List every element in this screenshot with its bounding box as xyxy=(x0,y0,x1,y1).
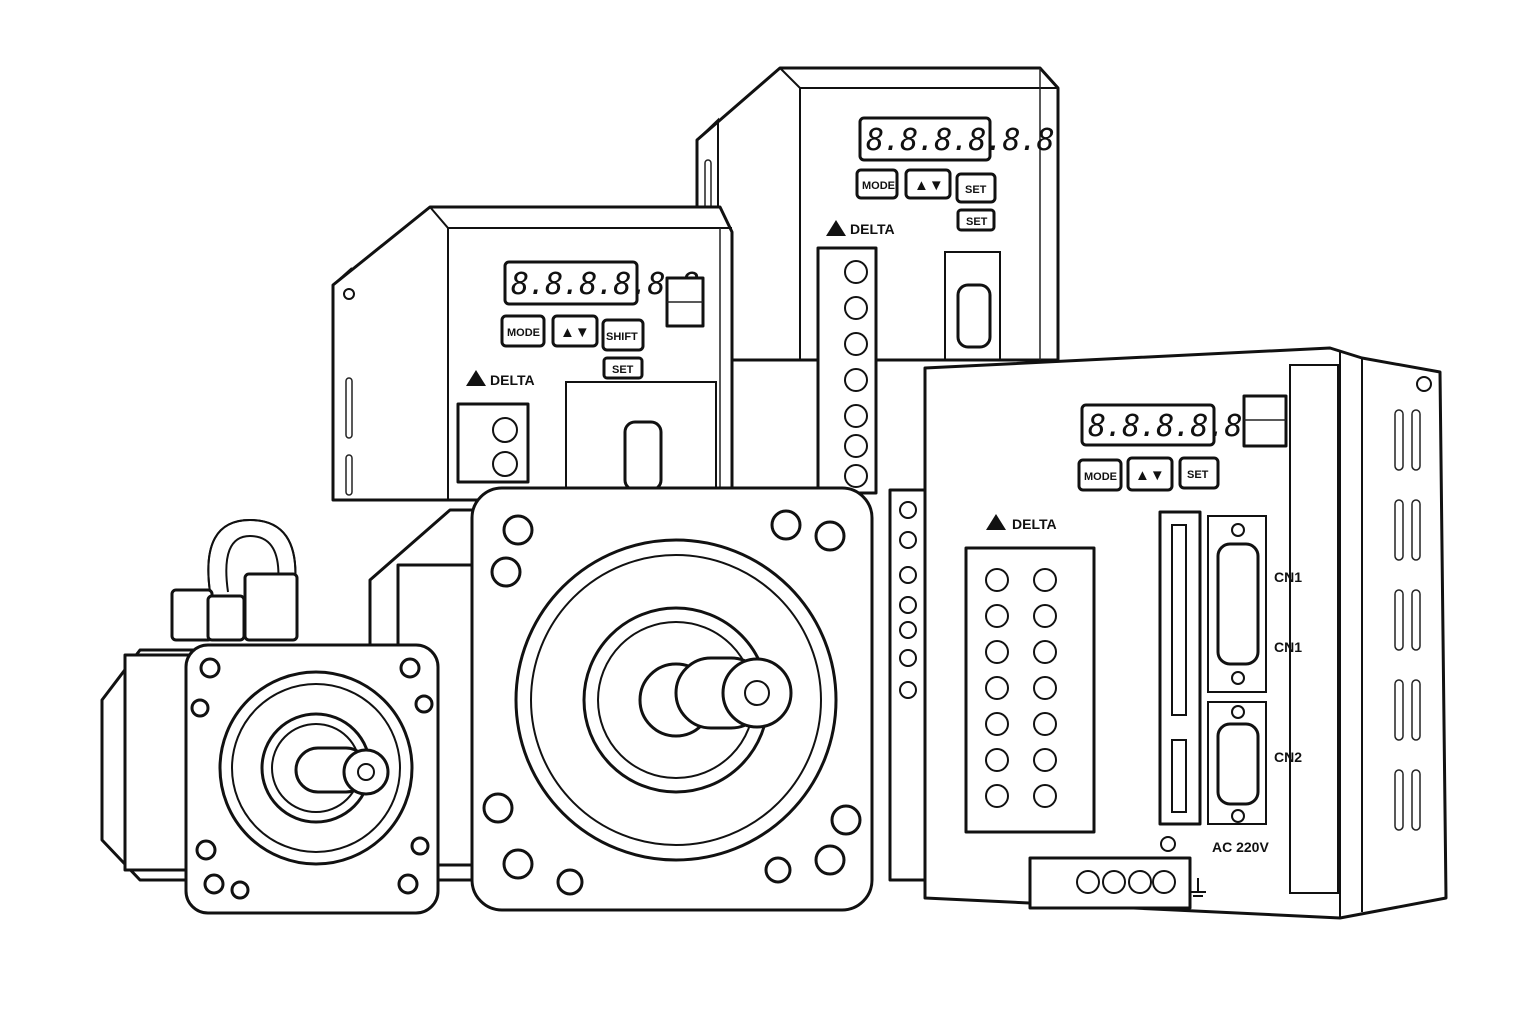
set-button-label: SET xyxy=(1187,469,1209,481)
delta-logo-icon xyxy=(826,220,846,236)
set-secondary-label: SET xyxy=(966,216,988,228)
power-terminal xyxy=(1028,856,1192,910)
seven-segment-display xyxy=(1080,403,1216,447)
set-button[interactable] xyxy=(1178,456,1220,490)
brand-logo: DELTA xyxy=(850,221,895,237)
drive-right: 8.8.8.8.8.8 MODE ▲▼ SET DELTA CN1 CN1 xyxy=(888,346,1448,920)
mode-button[interactable] xyxy=(500,314,546,348)
updown-button-label: ▲▼ xyxy=(1135,467,1165,484)
set-button-label: SET xyxy=(612,364,634,376)
voltage-label: AC 220V xyxy=(1212,839,1269,855)
mode-button-label: MODE xyxy=(862,180,895,192)
delta-logo-icon xyxy=(466,370,486,386)
set-button-secondary[interactable] xyxy=(956,208,996,232)
dsub-connector xyxy=(956,283,992,349)
connector-slot xyxy=(1158,510,1202,826)
mode-button-label: MODE xyxy=(507,327,540,339)
updown-button[interactable] xyxy=(551,314,599,348)
terminal-block xyxy=(456,402,530,484)
cn1-label-2: CN1 xyxy=(1274,639,1302,655)
connector-bay xyxy=(944,251,1001,361)
set-button-label: SET xyxy=(965,184,987,196)
mode-button[interactable] xyxy=(1077,458,1123,492)
updown-button-label: ▲▼ xyxy=(914,177,944,194)
cn2-connector xyxy=(1216,722,1260,806)
shift-button-label: SHIFT xyxy=(606,331,638,343)
mode-button-label: MODE xyxy=(1084,471,1117,483)
terminal-block xyxy=(816,246,878,495)
delta-logo-icon xyxy=(986,514,1006,530)
cn1-connector xyxy=(1216,542,1260,666)
brand-logo: DELTA xyxy=(490,372,535,388)
updown-button-label: ▲▼ xyxy=(560,324,590,341)
drive-back: 8.8.8.8.8.8 MODE ▲▼ SET SET DELTA xyxy=(695,66,1060,495)
cn2-label: CN2 xyxy=(1274,749,1302,765)
dsub-connector xyxy=(623,420,663,492)
mode-button[interactable] xyxy=(855,168,899,200)
cn1-bay xyxy=(1207,515,1267,693)
display-readout: 8.8.8.8.8.8 xyxy=(866,123,1054,158)
drive-left: 8.8.8.8.8.8 MODE ▲▼ SHIFT SET DELTA xyxy=(331,205,734,502)
updown-button[interactable] xyxy=(1126,456,1174,492)
shift-button[interactable] xyxy=(601,318,645,352)
cable-gland xyxy=(206,594,246,642)
cn2-bay xyxy=(1207,701,1267,825)
set-button[interactable] xyxy=(602,356,644,380)
side-terminal-strip xyxy=(899,501,917,699)
terminal-screws xyxy=(844,260,868,488)
seven-segment-display xyxy=(503,260,639,306)
vent-slots xyxy=(1394,409,1421,831)
updown-button[interactable] xyxy=(904,168,952,200)
ground-symbol-icon xyxy=(1190,878,1206,897)
seven-segment-display xyxy=(858,116,992,162)
motor-large xyxy=(368,486,874,912)
mount-hole xyxy=(343,288,355,300)
vent-slots xyxy=(345,377,353,496)
terminal-screws xyxy=(985,568,1057,808)
ground-icon xyxy=(1160,836,1176,852)
terminal-block xyxy=(964,546,1096,834)
cn1-label: CN1 xyxy=(1274,569,1302,585)
status-window xyxy=(1242,394,1288,448)
cable-gland xyxy=(243,572,299,642)
brand-logo: DELTA xyxy=(1012,516,1057,532)
cable-gland xyxy=(170,588,214,642)
set-button[interactable] xyxy=(955,172,997,204)
mount-hole xyxy=(1416,376,1432,392)
motor-small xyxy=(100,518,440,915)
